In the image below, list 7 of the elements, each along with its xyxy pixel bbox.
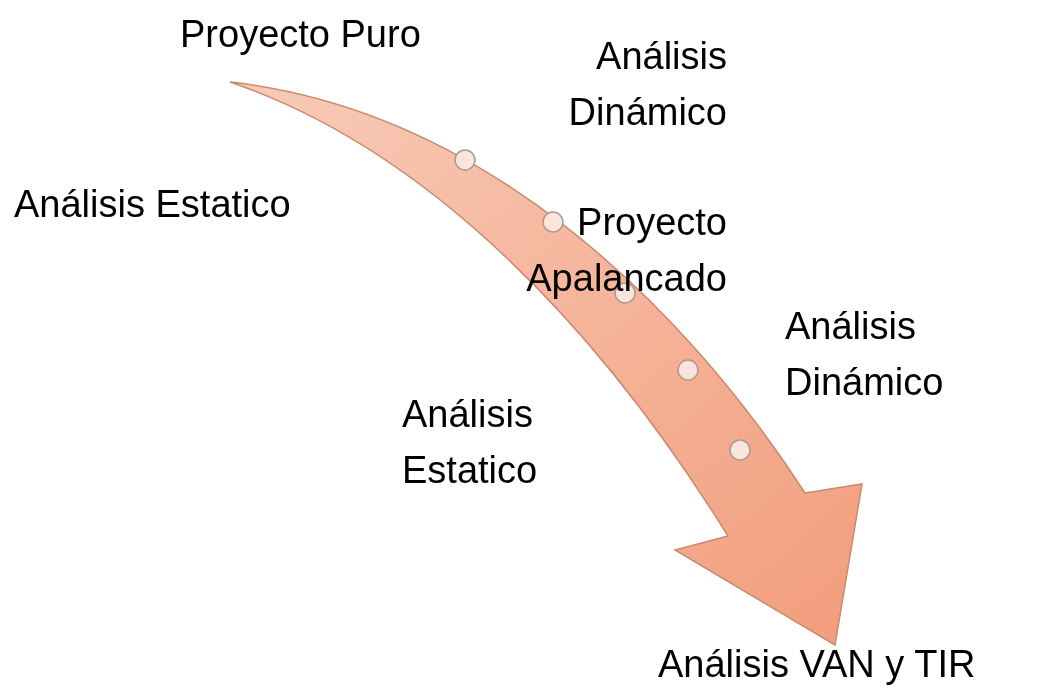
- text-label: Análisis VAN y TIR: [658, 642, 976, 687]
- text-label: Análisis Estatico: [402, 392, 539, 493]
- text-label: Análisis Estatico: [14, 182, 291, 227]
- text-label: Análisis Dinámico: [785, 304, 945, 405]
- text-label: Proyecto Apalancado: [525, 200, 727, 301]
- text-label: Análisis Dinámico: [567, 34, 727, 135]
- text-label: Proyecto Puro: [180, 12, 421, 57]
